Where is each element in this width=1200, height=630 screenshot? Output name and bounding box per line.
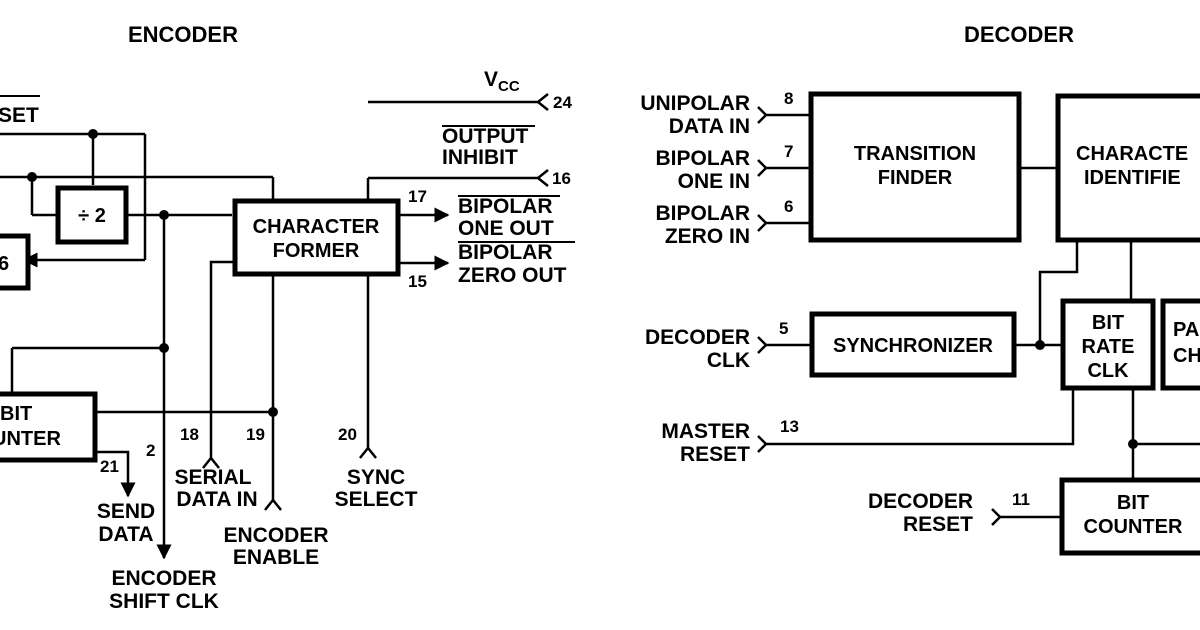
counter-block-partial <box>0 233 31 291</box>
transition-finder-block <box>808 91 1022 243</box>
bipolar-one-in-line1: BIPOLAR <box>656 147 751 170</box>
pin-5: 5 <box>779 319 788 338</box>
master-reset-wire <box>766 388 1075 446</box>
sync-select-line1: SYNC <box>347 466 405 489</box>
encoder-enable-line2: ENABLE <box>233 546 319 569</box>
pin-18: 18 <box>180 425 199 444</box>
junction-dot <box>268 407 278 417</box>
decoder-bit-counter-block <box>1059 477 1200 556</box>
divide-by-two-label: ÷ 2 <box>78 205 106 227</box>
unipolar-data-in-line2: DATA IN <box>669 115 750 138</box>
bit-rate-clk-block <box>1060 298 1156 391</box>
decoder-bit-counter-line2: COUNTER <box>1084 516 1183 538</box>
bipolar-one-out-line2: ONE OUT <box>458 217 554 240</box>
encoder-enable-chevron <box>264 497 282 511</box>
serial-data-in-wire <box>209 260 235 460</box>
decoder-title: DECODER <box>964 22 1074 47</box>
decoder-reset-line2: RESET <box>903 513 973 536</box>
character-identifier-line1: CHARACTE <box>1076 143 1188 165</box>
output-inhibit-line2: INHIBIT <box>442 146 518 169</box>
pin-21: 21 <box>100 457 119 476</box>
transition-finder-line1: TRANSITION <box>854 143 976 165</box>
serial-data-in-chevron <box>202 455 220 469</box>
decoder-clk-line1: DECODER <box>645 326 750 349</box>
parity-check-line2: CH <box>1173 345 1200 367</box>
bipolar-zero-in-line2: ZERO IN <box>665 225 750 248</box>
encoder-bit-counter-block <box>0 391 98 463</box>
encoder-bit-counter-line1: BIT <box>0 403 32 425</box>
bit-rate-clk-line2: RATE <box>1082 336 1135 358</box>
transition-finder-line2: FINDER <box>878 167 953 189</box>
decoder-clk-chevron <box>757 336 768 354</box>
pin-7: 7 <box>784 142 793 161</box>
parity-check-line1: PA <box>1173 319 1199 341</box>
pin-24: 24 <box>553 93 572 112</box>
serial-data-in-line2: DATA IN <box>176 488 257 511</box>
bipolar-zero-out-line2: ZERO OUT <box>458 264 567 287</box>
pin-16: 16 <box>552 169 571 188</box>
encoder-shift-clk-line1: ENCODER <box>111 567 216 590</box>
character-former-line1: CHARACTER <box>253 216 380 238</box>
serial-data-in-line1: SERIAL <box>174 466 251 489</box>
pin-19: 19 <box>246 425 265 444</box>
junction-dot <box>88 129 98 139</box>
junction-dot <box>1128 439 1138 449</box>
bipolar-one-in-line2: ONE IN <box>678 170 750 193</box>
sync-select-line2: SELECT <box>335 488 418 511</box>
pin-6: 6 <box>784 197 793 216</box>
bipolar-one-out-line1: BIPOLAR <box>458 195 553 218</box>
decoder-clk-line2: CLK <box>707 349 750 372</box>
bipolar-one-input-chevron <box>757 159 768 177</box>
encoder-shift-clk-line2: SHIFT CLK <box>109 590 219 613</box>
junction-dot <box>27 172 37 182</box>
pin-11: 11 <box>1012 490 1030 509</box>
send-data-line2: DATA <box>98 523 153 546</box>
bipolar-zero-input-chevron <box>757 214 768 232</box>
character-former-block <box>232 198 401 277</box>
encoder-bit-counter-line2: UNTER <box>0 428 61 450</box>
pin-13: 13 <box>780 417 799 436</box>
synchronizer-label: SYNCHRONIZER <box>833 335 994 357</box>
counter-block-label: 6 <box>0 253 9 275</box>
send-data-wire <box>95 450 136 498</box>
character-identifier-block <box>1055 93 1200 243</box>
bit-rate-clk-line1: BIT <box>1092 312 1124 334</box>
decoder-bit-counter-line1: BIT <box>1117 492 1149 514</box>
send-data-line1: SEND <box>97 500 155 523</box>
reset-label-fragment: SET <box>0 104 39 127</box>
bipolar-zero-out-line1: BIPOLAR <box>458 241 553 264</box>
unipolar-input-chevron <box>757 106 768 124</box>
pin-20: 20 <box>338 425 357 444</box>
character-identifier-line2: IDENTIFIE <box>1084 167 1181 189</box>
inhibit-pin-chevron <box>535 169 549 187</box>
sync-to-identifier-wire <box>1038 240 1079 345</box>
master-reset-line2: RESET <box>680 443 750 466</box>
bit-rate-clk-line3: CLK <box>1087 360 1129 382</box>
master-reset-line1: MASTER <box>661 420 750 443</box>
unipolar-data-in-line1: UNIPOLAR <box>640 92 750 115</box>
decoder-reset-chevron <box>991 508 1002 526</box>
output-inhibit-line1: OUTPUT <box>442 125 529 148</box>
pin-15: 15 <box>408 272 427 291</box>
encoder-title: ENCODER <box>128 22 238 47</box>
pin-2: 2 <box>146 441 155 460</box>
parity-check-block <box>1160 298 1200 391</box>
junction-dot <box>159 343 169 353</box>
decoder-reset-line1: DECODER <box>868 490 973 513</box>
vcc-label: VCC <box>484 68 520 95</box>
encoder-enable-line1: ENCODER <box>223 524 328 547</box>
pin-8: 8 <box>784 89 793 108</box>
sync-select-chevron <box>359 445 377 459</box>
pin-17: 17 <box>408 187 427 206</box>
bipolar-zero-in-line1: BIPOLAR <box>656 202 751 225</box>
master-reset-chevron <box>757 435 768 453</box>
vcc-pin-chevron <box>535 93 549 111</box>
character-former-line2: FORMER <box>273 240 360 262</box>
